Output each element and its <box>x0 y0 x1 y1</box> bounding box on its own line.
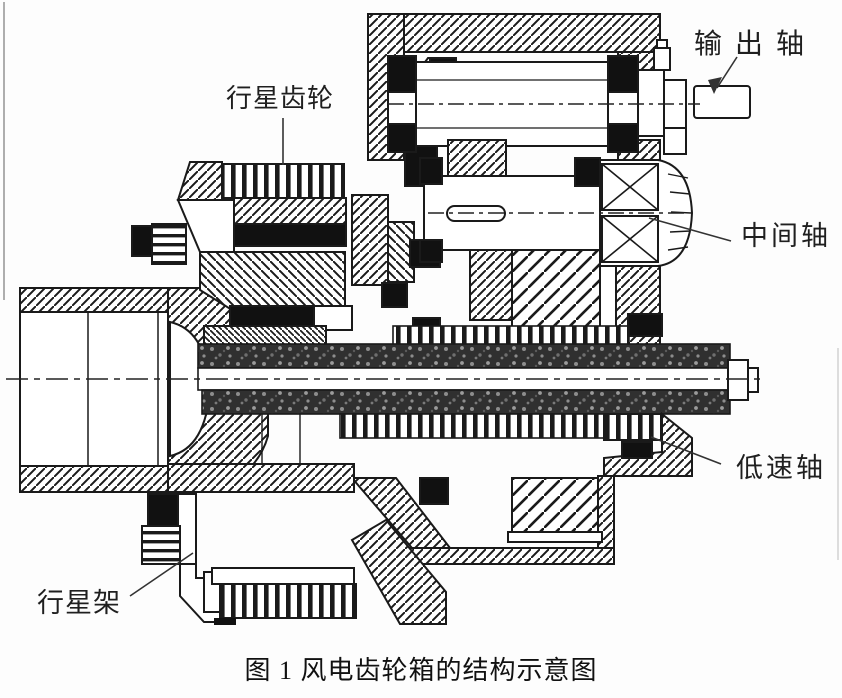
label-low-speed-shaft: 低速轴 <box>736 453 826 483</box>
leader-intermediate-shaft <box>648 217 732 242</box>
intermediate-shaft-assembly <box>419 139 694 335</box>
bottom-gear <box>419 477 603 543</box>
label-output-shaft: 输出轴 <box>694 28 818 59</box>
leader-low-speed-shaft <box>650 436 722 465</box>
center-lines <box>6 103 764 380</box>
leader-lines <box>129 56 738 597</box>
planet-carrier-cone <box>141 414 357 625</box>
scan-artifacts <box>3 2 839 560</box>
low-speed-shaft <box>197 325 759 439</box>
low-speed-right-support <box>603 411 693 477</box>
label-intermediate-shaft: 中间轴 <box>741 221 831 251</box>
planetary-gear-stage <box>131 161 353 347</box>
figure-caption: 图 1 风电齿轮箱的结构示意图 <box>244 656 598 685</box>
rotor-side-input-tube <box>19 287 169 493</box>
leader-planet-carrier <box>129 552 194 597</box>
label-planet-gear: 行星齿轮 <box>226 83 335 113</box>
leader-output-shaft <box>708 56 738 94</box>
label-planet-carrier: 行星架 <box>37 588 121 618</box>
